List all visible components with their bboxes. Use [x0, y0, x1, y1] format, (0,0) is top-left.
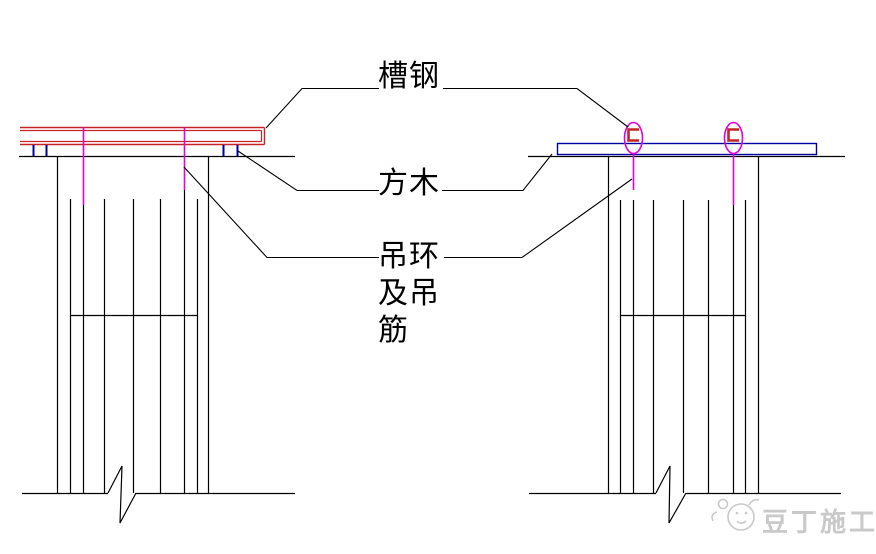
break-symbol-left: [107, 465, 137, 524]
lifting-ring-1: [623, 121, 644, 155]
right-pier-side-view: [528, 121, 845, 524]
mascot-eye-left: [735, 511, 739, 515]
label-lifting-ring-line1: 吊环: [378, 240, 440, 273]
channel-steel-bar-outer: [20, 126, 266, 146]
leader-timber-left: [237, 150, 379, 192]
mascot-wing: [711, 511, 718, 522]
mascot-ear: [717, 498, 729, 510]
label-lifting-ring-and-bar: 吊环及吊筋: [378, 238, 440, 349]
channel-steel-bar-inner: [20, 129, 263, 143]
bean-mascot-icon: [711, 498, 760, 531]
label-square-timber: 方木: [378, 167, 440, 200]
leader-channel-steel-left: [265, 87, 379, 129]
leader-ring-right: [444, 178, 633, 259]
label-channel-steel: 槽钢: [378, 60, 440, 93]
leader-channel-steel-right: [443, 87, 629, 128]
leader-timber-right: [442, 153, 553, 192]
mascot-head: [727, 503, 755, 531]
pier-shaft-edges-left: [56, 156, 210, 493]
break-symbol-right: [655, 465, 687, 524]
label-lifting-ring-line3: 筋: [378, 314, 409, 347]
timber-block-marks: [32, 145, 239, 156]
watermark-text: 豆丁施工: [762, 508, 876, 537]
mascot-eye-right: [744, 511, 748, 515]
leader-ring-left: [183, 166, 379, 259]
mascot-sprout: [748, 498, 760, 506]
timber-beam-side: [556, 142, 818, 156]
hanger-bars-left: [82, 127, 186, 205]
left-pier-elevation: [19, 126, 295, 524]
lifting-ring-2: [723, 121, 744, 155]
channel-steel-section-2: [727, 128, 739, 142]
hanger-bars-right: [632, 154, 735, 205]
leader-lines: [183, 87, 633, 259]
mascot-mouth: [736, 520, 747, 525]
pier-shaft-edges-right: [607, 156, 760, 493]
rebar-lines-left: [69, 190, 199, 493]
rebar-lines-right: [619, 200, 747, 493]
label-lifting-ring-line2: 及吊: [378, 277, 440, 310]
channel-steel-section-1: [627, 128, 639, 142]
